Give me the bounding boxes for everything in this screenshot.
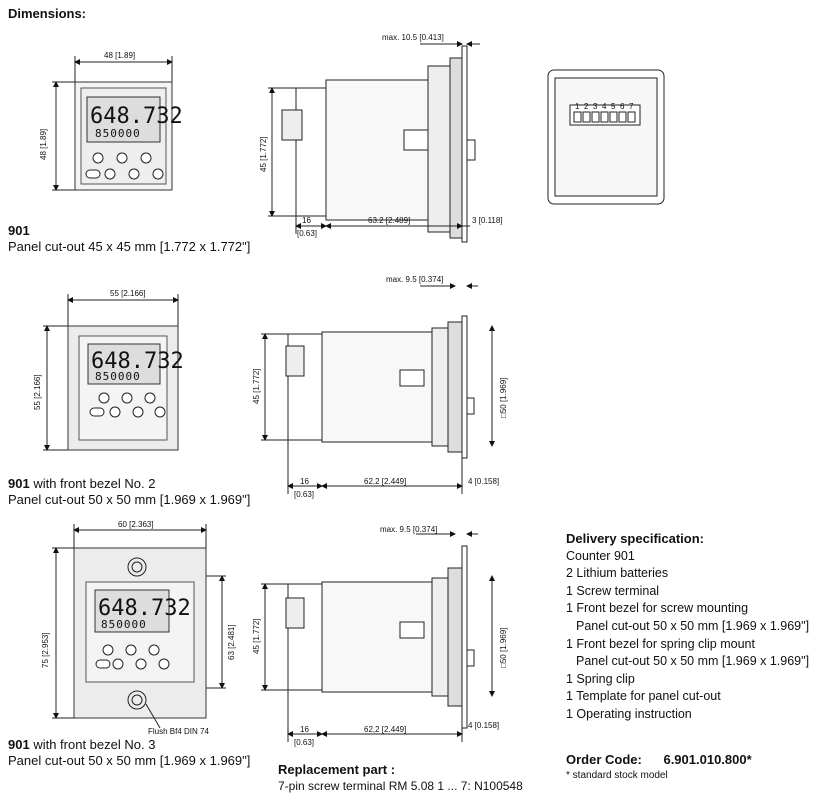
delivery-item: 2 Lithium batteries	[566, 566, 669, 581]
row2-side-4: 4 [0.158]	[468, 477, 499, 486]
row1-terminal-labels: 1 2 3 4 5 6 7	[575, 102, 634, 111]
row1-side-len: 63.2 [2.489]	[368, 216, 410, 225]
row1-width-dim: 48 [1.89]	[104, 51, 135, 60]
row1-side-max: max. 10.5 [0.413]	[382, 33, 444, 42]
delivery-item: 1 Front bezel for spring clip mount	[566, 636, 755, 651]
row2-display-top: 648.732	[91, 349, 184, 374]
row3-cutout: Panel cut-out 50 x 50 mm [1.969 x 1.969"…	[8, 753, 251, 768]
row2-front-view	[43, 294, 179, 451]
replacement-text: 7-pin screw terminal RM 5.08 1 ... 7: N1…	[278, 779, 523, 793]
row2-height-dim: 55 [2.166]	[33, 374, 42, 410]
row2-side-063: [0.63]	[294, 490, 314, 499]
row3-model-suffix: with front bezel No. 3	[29, 737, 156, 752]
delivery-item: 1 Operating instruction	[566, 706, 692, 721]
order-code: 6.901.010.800*	[663, 752, 752, 767]
row2-side-view	[261, 283, 495, 494]
delivery-item: 1 Spring clip	[566, 671, 635, 686]
row3-side-max: max. 9.5 [0.374]	[380, 525, 437, 534]
row2-side-sq: □50 [1.969]	[499, 378, 508, 418]
row2-display-bottom: 850000	[95, 370, 141, 383]
svg-text:7: 7	[629, 102, 634, 111]
row2-side-height: 45 [1.772]	[252, 368, 261, 404]
row3-caption: 901 with front bezel No. 3 Panel cut-out…	[8, 737, 250, 769]
svg-text:1: 1	[575, 102, 580, 111]
row1-keys	[85, 152, 164, 180]
row2-model-suffix: with front bezel No. 2	[29, 476, 156, 491]
svg-text:4: 4	[602, 102, 607, 111]
row1-side-3: 3 [0.118]	[472, 216, 503, 225]
delivery-item: 1 Template for panel cut-out	[566, 689, 721, 704]
row2-caption: 901 with front bezel No. 2 Panel cut-out…	[8, 476, 250, 508]
row1-back-view	[547, 69, 665, 205]
delivery-item: Panel cut-out 50 x 50 mm [1.969 x 1.969"…	[576, 654, 810, 669]
order-code-row: Order Code: 6.901.010.800*	[566, 752, 752, 767]
svg-text:5: 5	[611, 102, 616, 111]
row3-display-bottom: 850000	[101, 618, 147, 631]
delivery-title: Delivery specification:	[566, 531, 704, 546]
row3-display-top: 648.732	[98, 596, 191, 621]
svg-text:2: 2	[584, 102, 589, 111]
row1-side-view	[268, 41, 480, 243]
row1-display-bottom: 850000	[95, 127, 141, 140]
row2-side-max: max. 9.5 [0.374]	[386, 275, 443, 284]
row3-side-view	[261, 531, 495, 742]
row3-flush-label: Flush Bf4 DIN 74	[148, 727, 209, 736]
row3-model: 901	[8, 737, 30, 752]
row3-side-4: 4 [0.158]	[468, 721, 499, 730]
replacement-block: Replacement part : 7-pin screw terminal …	[278, 762, 523, 794]
row3-side-len: 62,2 [2.449]	[364, 725, 406, 734]
row3-height-dim: 75 [2.953]	[41, 632, 50, 668]
row3-side-16: 16	[300, 725, 309, 734]
replacement-title: Replacement part :	[278, 762, 396, 777]
row1-side-height: 45 [1.772]	[259, 136, 268, 172]
row1-display-top: 648.732	[90, 104, 183, 129]
row2-cutout: Panel cut-out 50 x 50 mm [1.969 x 1.969"…	[8, 492, 251, 507]
row1-caption: 901 Panel cut-out 45 x 45 mm [1.772 x 1.…	[8, 223, 250, 255]
order-note: * standard stock model	[566, 770, 668, 781]
row1-height-dim: 48 [1.89]	[39, 129, 48, 160]
delivery-spec: Delivery specification: Counter 901 2 Li…	[566, 530, 818, 724]
row2-keys	[89, 392, 166, 418]
row3-side-sq: □50 [1.969]	[499, 628, 508, 668]
row1-side-16: 16	[302, 216, 311, 225]
row1-model: 901	[8, 223, 30, 238]
row2-side-16: 16	[300, 477, 309, 486]
row2-side-len: 62.2 [2.449]	[364, 477, 406, 486]
page-title: Dimensions:	[8, 6, 87, 21]
svg-text:3: 3	[593, 102, 598, 111]
row3-side-height: 45 [1.772]	[252, 618, 261, 654]
svg-text:6: 6	[620, 102, 625, 111]
row3-keys	[95, 644, 170, 670]
row3-inner-height: 63 [2.481]	[227, 624, 236, 660]
row1-cutout: Panel cut-out 45 x 45 mm [1.772 x 1.772"…	[8, 239, 251, 254]
order-label: Order Code:	[566, 752, 642, 767]
delivery-item: 1 Screw terminal	[566, 583, 660, 598]
row1-side-063: [0.63]	[297, 229, 317, 238]
delivery-item: Counter 901	[566, 548, 635, 563]
row2-model: 901	[8, 476, 30, 491]
row2-width-dim: 55 [2.166]	[110, 289, 146, 298]
row3-width-dim: 60 [2.363]	[118, 520, 154, 529]
delivery-item: 1 Front bezel for screw mounting	[566, 601, 749, 616]
row3-side-063: [0.63]	[294, 738, 314, 747]
delivery-item: Panel cut-out 50 x 50 mm [1.969 x 1.969"…	[576, 618, 810, 633]
